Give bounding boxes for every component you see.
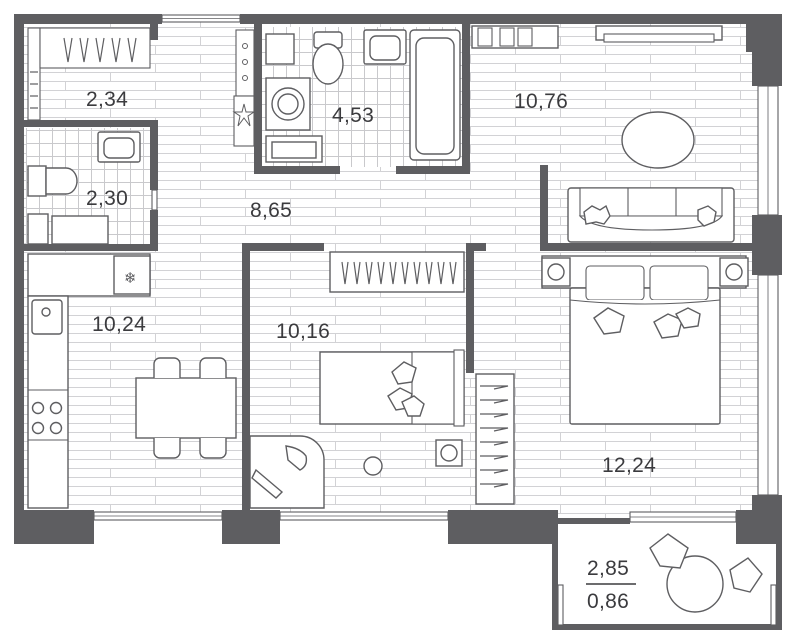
kitchen-furniture: ❄ (27, 253, 237, 509)
area-balcony-reduced: 0,86 (587, 590, 629, 613)
hallway-furniture (151, 29, 256, 211)
plant-icon (232, 103, 256, 127)
area-hallway: 8,65 (250, 199, 292, 222)
snowflake-icon: ❄ (124, 269, 137, 287)
area-large-bedroom: 12,24 (602, 454, 656, 477)
small-bedroom-furniture (249, 251, 465, 509)
area-wc: 2,30 (86, 187, 128, 210)
windows (93, 14, 779, 626)
storage-hangers (30, 37, 137, 109)
bathroom-furniture (265, 29, 461, 163)
living-room-furniture (471, 25, 735, 243)
large-bedroom-furniture (475, 255, 749, 505)
area-bathroom: 4,53 (332, 104, 374, 127)
balcony-furniture (586, 533, 763, 613)
area-balcony: 2,85 (587, 557, 629, 580)
area-kitchen: 10,24 (92, 313, 146, 336)
area-living-room: 10,76 (514, 90, 568, 113)
walls (14, 14, 782, 630)
area-small-bedroom: 10,16 (276, 320, 330, 343)
area-labels: 2,34 4,53 10,76 2,30 8,65 10,24 10,16 12… (86, 88, 656, 613)
wc-furniture (27, 131, 141, 245)
area-storage: 2,34 (86, 88, 128, 111)
storage-furniture (27, 27, 151, 121)
